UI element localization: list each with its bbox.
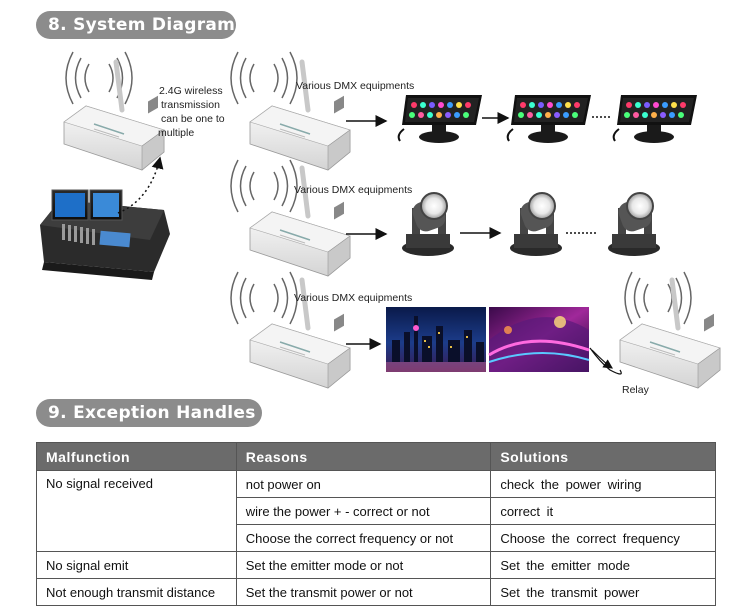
table-header-row: Malfunction Reasons Solutions xyxy=(36,442,716,471)
svg-text:2.4G wireless: 2.4G wireless xyxy=(159,85,223,97)
solution-cell: Choose the correct frequency xyxy=(490,524,716,552)
dmx-console xyxy=(40,189,170,280)
header-solutions: Solutions xyxy=(490,442,716,471)
led-wall-washer-1 xyxy=(397,94,483,144)
table-row: No signal received not power on check th… xyxy=(36,470,716,552)
header-reasons: Reasons xyxy=(235,442,492,471)
solution-cell: check the power wiring xyxy=(490,470,716,498)
solution-cell: correct it xyxy=(490,497,716,525)
solution-cell: Set the transmit power xyxy=(490,578,716,606)
moving-head-1 xyxy=(401,192,455,257)
malfunction-cell: Not enough transmit distance xyxy=(36,578,237,606)
svg-text:can be one to: can be one to xyxy=(161,113,225,125)
system-diagram: 2.4G wireless transmission can be one to… xyxy=(40,51,746,396)
reason-cell: Set the transmit power or not xyxy=(235,578,492,606)
exception-table: Malfunction Reasons Solutions No signal … xyxy=(36,442,716,606)
moving-head-2 xyxy=(509,192,563,257)
reason-cell: Choose the correct frequency or not xyxy=(235,524,492,552)
reason-cell: Set the emitter mode or not xyxy=(235,551,492,579)
section-title-exception-handles: 9. Exception Handles xyxy=(36,399,262,427)
row-1-label: Various DMX equipments xyxy=(296,80,414,92)
led-wall-washer-2 xyxy=(506,94,592,144)
reason-cell: not power on xyxy=(235,470,492,498)
wireless-link-dotted xyxy=(117,156,164,214)
row-3-label: Various DMX equipments xyxy=(294,292,412,304)
row-2-label: Various DMX equipments xyxy=(294,184,412,196)
header-malfunction: Malfunction xyxy=(36,442,237,471)
table-row: Not enough transmit distance Set the tra… xyxy=(36,578,716,606)
moving-head-3 xyxy=(607,192,661,257)
svg-text:multiple: multiple xyxy=(158,127,194,139)
malfunction-cell: No signal received xyxy=(36,470,237,552)
table-row: wire the power + - correct or not correc… xyxy=(37,497,716,525)
malfunction-cell: No signal emit xyxy=(36,551,237,579)
svg-text:transmission: transmission xyxy=(161,99,220,111)
relay-label: Relay xyxy=(622,384,650,396)
solution-cell: Set the emitter mode xyxy=(490,551,716,579)
table-row: No signal emit Set the emitter mode or n… xyxy=(36,551,716,579)
wireless-note: 2.4G wireless transmission can be one to… xyxy=(158,85,225,139)
led-wall-washer-3 xyxy=(612,94,698,144)
city-night-photo-1 xyxy=(386,307,486,372)
section-title-system-diagram: 8. System Diagram xyxy=(36,11,236,39)
reason-cell: wire the power + - correct or not xyxy=(235,497,492,525)
city-night-photo-2 xyxy=(488,307,590,372)
